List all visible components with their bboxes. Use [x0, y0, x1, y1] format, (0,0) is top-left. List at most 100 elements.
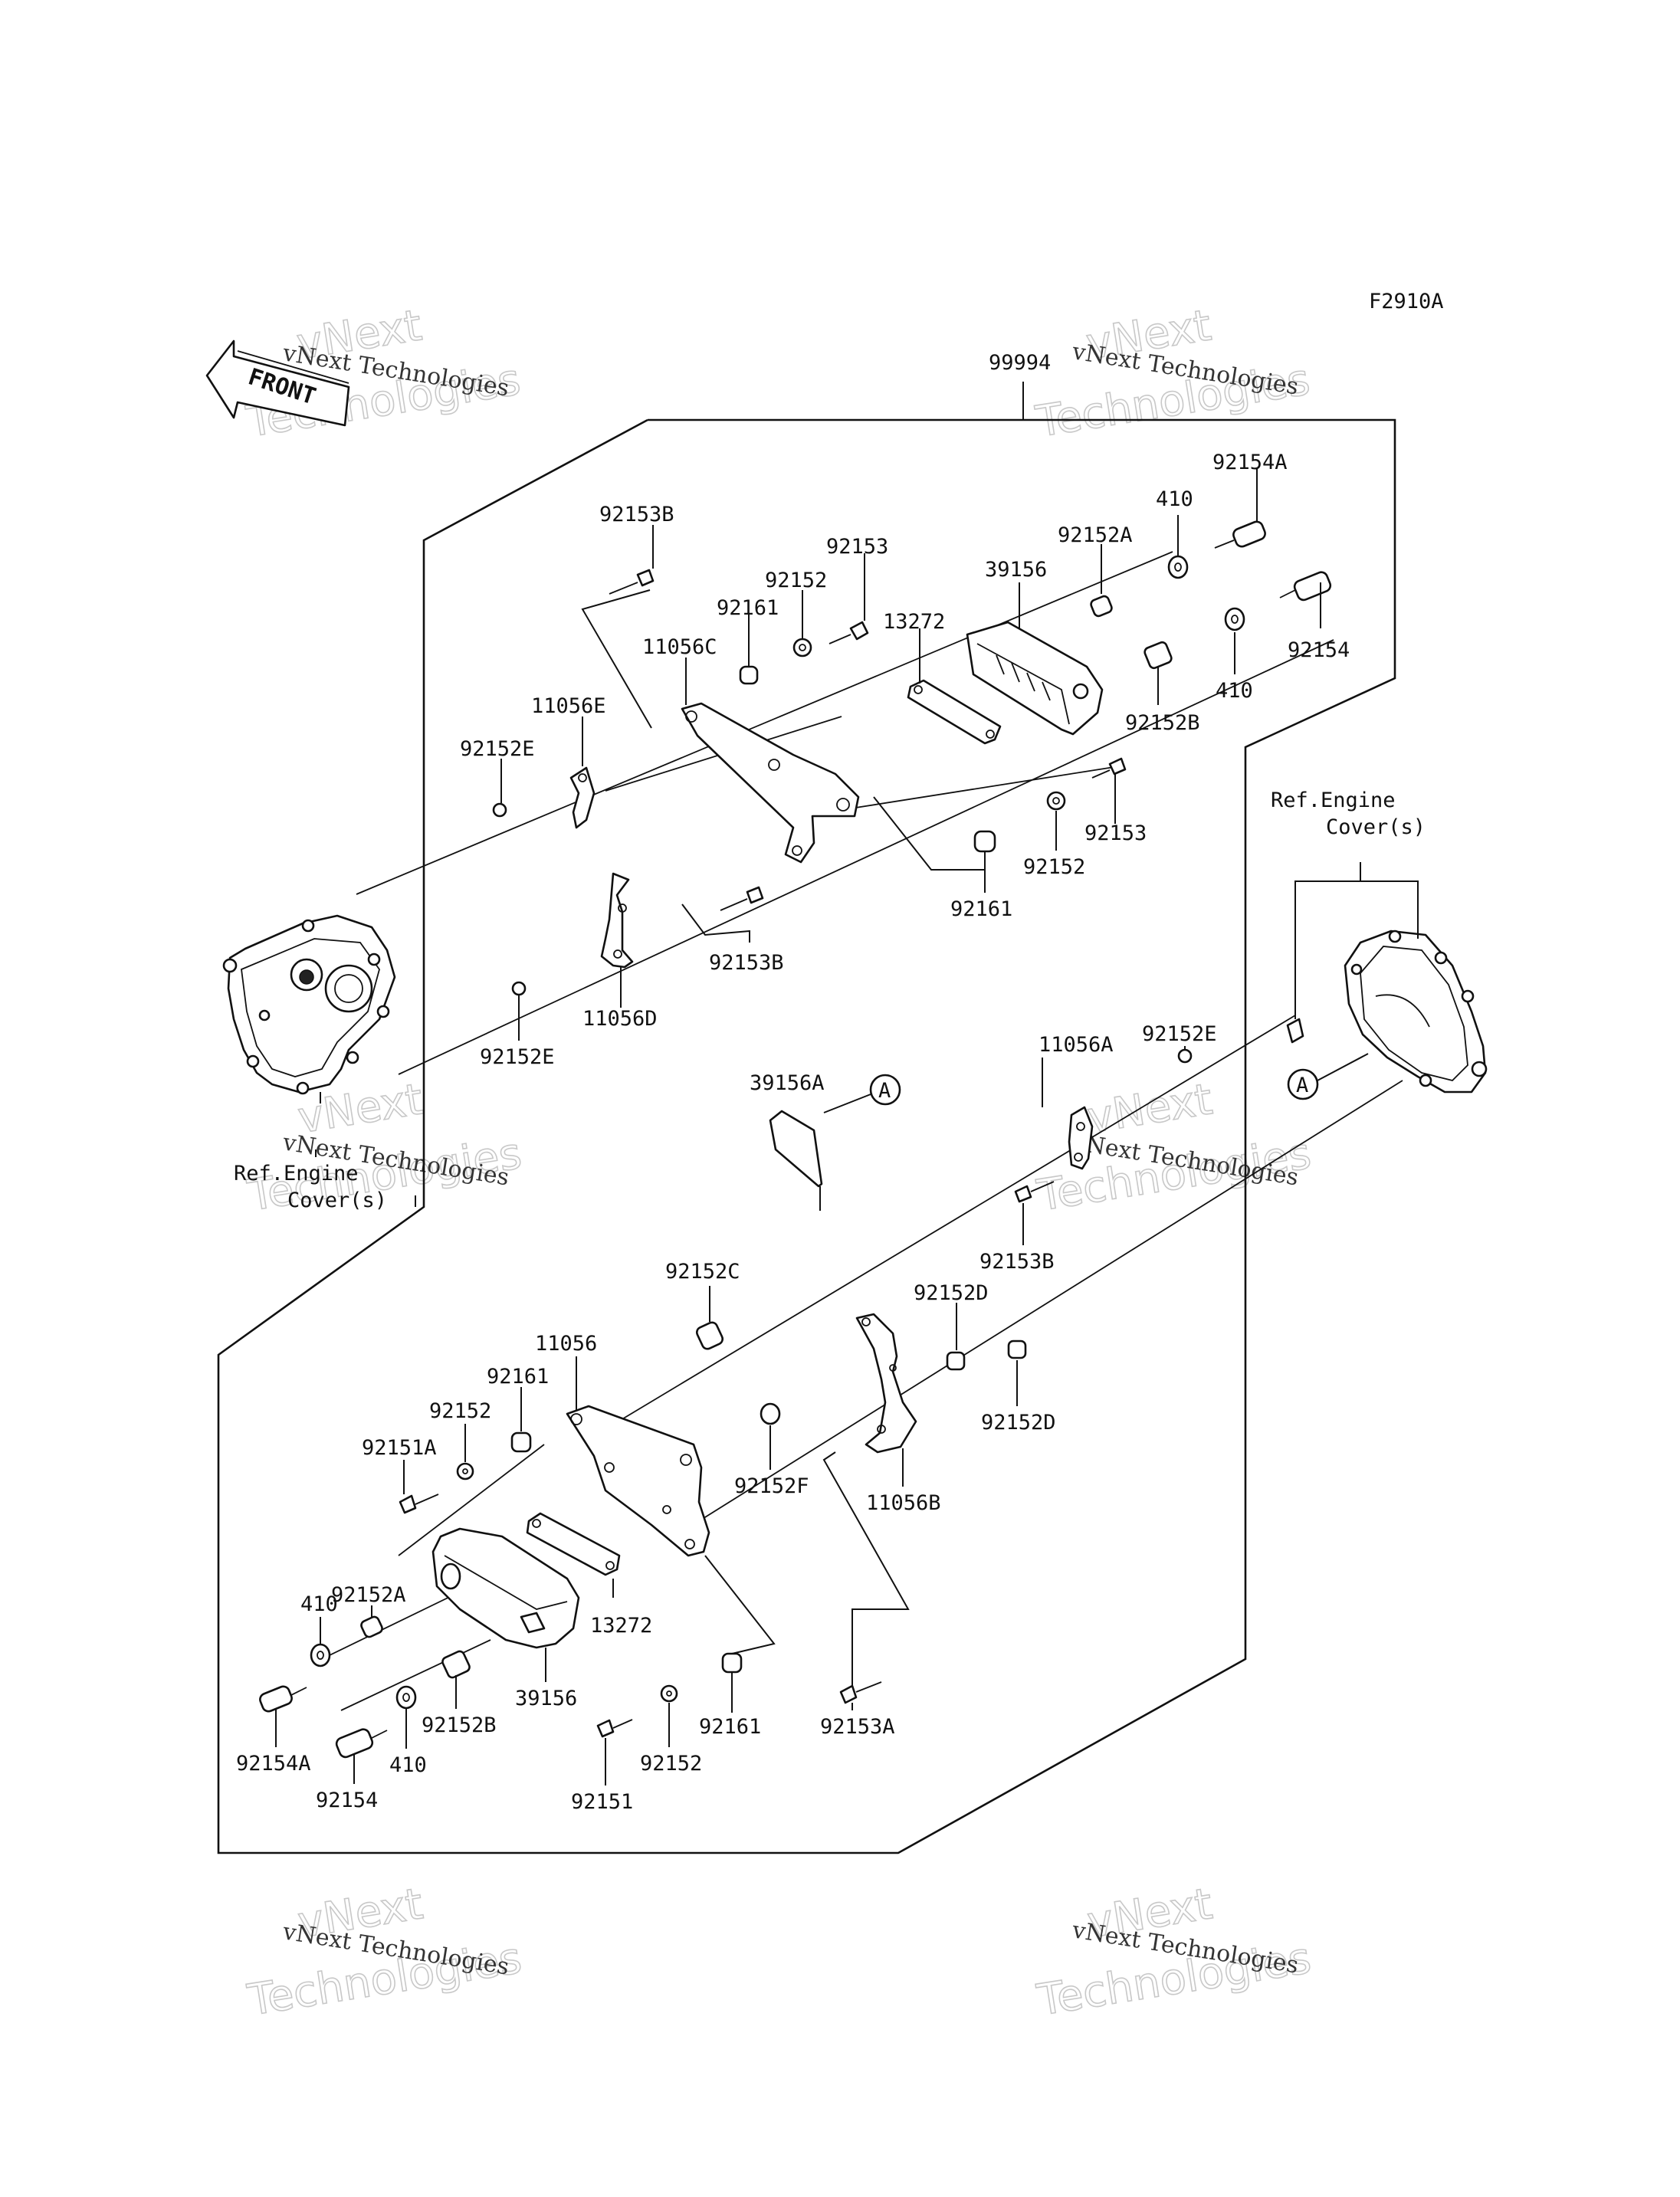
spacer-92152D-bot [1007, 1340, 1027, 1359]
label-11056: 11056 [535, 1332, 597, 1356]
washer-92152-low [456, 1462, 474, 1481]
ref-mark-a-right: A [1287, 1053, 1369, 1100]
label-92153A: 92153A [820, 1715, 895, 1739]
bolt-92151A [399, 1494, 439, 1514]
leaders-lower [275, 1046, 1186, 1785]
bolt-92153-mid [1091, 757, 1127, 779]
engine-cover-right [1286, 930, 1488, 1094]
label-410-low: 410 [300, 1592, 338, 1616]
bracket-11056A [1068, 1106, 1094, 1170]
label-13272-low: 13272 [590, 1614, 652, 1638]
bracket-11056B [855, 1313, 917, 1454]
spacer-92152F [760, 1402, 781, 1425]
label-92152E-top: 92152E [460, 737, 535, 761]
bracket-11056-main [566, 1405, 710, 1557]
spacer-92152A-top [1090, 595, 1113, 618]
bolt-92151 [596, 1719, 633, 1738]
label-92152C: 92152C [665, 1260, 740, 1284]
label-13272-top: 13272 [883, 610, 945, 634]
ref-engine-right-line1: Ref.Engine [1271, 789, 1396, 812]
label-92154A-top: 92154A [1212, 451, 1288, 474]
kit-number: 99994 [989, 351, 1051, 375]
bolt-92153A [839, 1681, 882, 1704]
label-92152-mid: 92152 [1023, 855, 1085, 879]
center-lines-lower [329, 1015, 1403, 1711]
label-92152E-left: 92152E [480, 1045, 555, 1069]
washer-92152-bot [660, 1684, 678, 1703]
spacer-92161-top [739, 665, 759, 685]
label-410-top: 410 [1156, 487, 1193, 511]
svg-text:A: A [1296, 1074, 1308, 1097]
spacer-92161-bot [721, 1652, 743, 1674]
label-92154A-low: 92154A [236, 1752, 311, 1776]
svg-text:A: A [878, 1079, 891, 1103]
label-92153B-right: 92153B [979, 1250, 1055, 1274]
frame-slider-lower [431, 1527, 580, 1649]
washer-92152E-right [1177, 1048, 1193, 1064]
spacer-92152D-top [946, 1351, 966, 1371]
label-92152D-bot: 92152D [981, 1411, 1056, 1435]
label-92152A-top: 92152A [1058, 523, 1133, 547]
label-92151A: 92151A [362, 1436, 437, 1460]
label-92152-bot: 92152 [640, 1752, 702, 1776]
washer-410-top [1167, 555, 1189, 579]
bracket-upper-e [569, 766, 596, 829]
ref-engine-right-line2: Cover(s) [1326, 815, 1426, 839]
leaders-upper [500, 469, 1321, 1041]
bolt-92154-low [335, 1728, 388, 1759]
label-92161-bot: 92161 [699, 1715, 761, 1739]
spacer-92152B-top [1144, 641, 1173, 670]
label-92153B-mid: 92153B [709, 951, 784, 975]
label-92152-low: 92152 [429, 1399, 491, 1423]
figure-code: F2910A [1369, 290, 1444, 313]
bolt-92154A-low [259, 1685, 307, 1713]
label-92153-mid: 92153 [1084, 821, 1147, 845]
washer-410-bot [395, 1685, 417, 1710]
label-92161-top: 92161 [717, 596, 779, 620]
ref-engine-left-line2: Cover(s) [287, 1189, 387, 1212]
label-92152E-right: 92152E [1142, 1022, 1217, 1046]
label-92161-mid: 92161 [950, 897, 1012, 921]
bolt-92153B-mid [720, 886, 764, 911]
decal-39156A [769, 1110, 823, 1211]
kit-frame [217, 418, 1396, 1854]
leaders-ref-engine-right [1294, 862, 1419, 1019]
label-92152B-top: 92152B [1125, 711, 1200, 735]
washer-92152-mid [1046, 791, 1066, 811]
washer-92152E-left [511, 981, 527, 996]
spacer-92152B-low [441, 1650, 471, 1679]
label-92154-low: 92154 [316, 1789, 378, 1812]
label-92154-top: 92154 [1288, 638, 1350, 662]
label-11056B: 11056B [866, 1491, 941, 1515]
bolt-92153B-top [609, 569, 655, 595]
label-92152B-low: 92152B [422, 1713, 497, 1737]
label-11056E: 11056E [531, 694, 606, 718]
washer-410-low [310, 1643, 331, 1667]
label-39156-top: 39156 [985, 558, 1047, 582]
spacer-plate-upper [907, 679, 1002, 745]
spacer-92161-mid [973, 830, 996, 853]
label-92151: 92151 [571, 1790, 633, 1814]
front-arrow-icon: FRONT [205, 339, 350, 427]
label-39156A: 39156A [750, 1071, 825, 1095]
label-92153B-top: 92153B [599, 503, 674, 526]
bracket-upper-d [600, 872, 634, 969]
spacer-92152C [695, 1321, 724, 1350]
spacer-92161-low [510, 1431, 532, 1453]
label-92152D-top: 92152D [914, 1281, 989, 1305]
bolt-92154A-top [1214, 520, 1266, 549]
bolt-92154-top [1279, 571, 1332, 602]
label-92153-top: 92153 [826, 535, 888, 559]
engine-cover-left [222, 914, 396, 1095]
ref-mark-a-left: A [823, 1074, 901, 1113]
label-11056D: 11056D [582, 1007, 658, 1031]
ref-engine-left-line1: Ref.Engine [234, 1162, 359, 1185]
label-92161-low: 92161 [487, 1365, 549, 1389]
spacer-plate-lower [526, 1512, 621, 1576]
watermark-mid-right: vNext Technologies [1033, 1074, 1315, 1221]
washer-410-mid [1224, 607, 1245, 631]
bracket-upper-main [681, 702, 860, 864]
label-92152F: 92152F [734, 1474, 809, 1498]
spacer-92152A-low [360, 1615, 383, 1638]
